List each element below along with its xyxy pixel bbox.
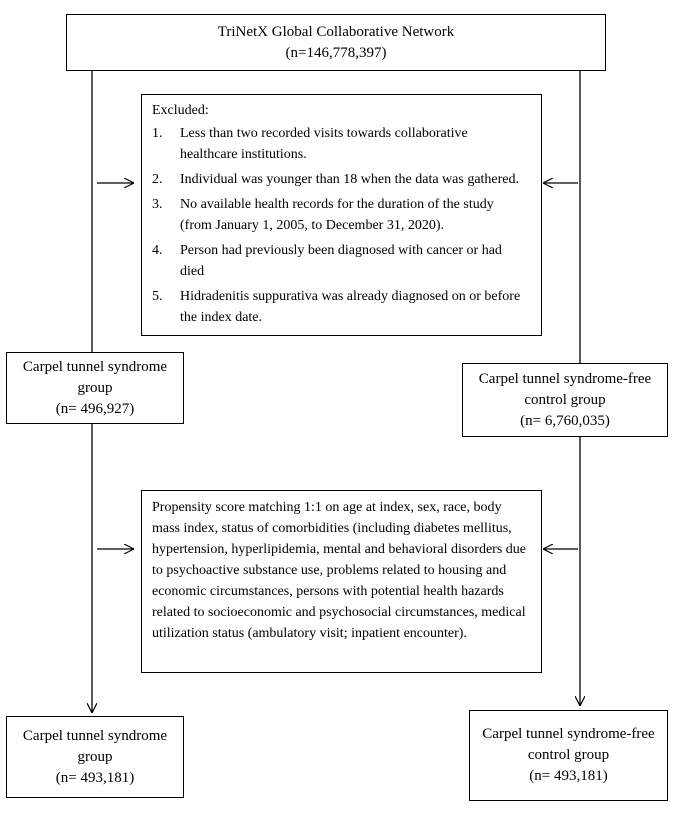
exclusion-item: 1. Less than two recorded visits towards…: [152, 126, 468, 162]
matched-control-count: (n= 493,181): [529, 768, 608, 784]
matched-control-group-box: Carpel tunnel syndrome-free control grou…: [469, 710, 668, 801]
matched-control-label-line1: Carpel tunnel syndrome-free: [482, 726, 655, 742]
cts-group-label-line1: Carpel tunnel syndrome: [22, 358, 168, 375]
cts-group-count: (n= 496,927): [55, 400, 135, 417]
source-network-box: TriNetX Global Collaborative Network (n=…: [66, 14, 606, 71]
exclusion-item: 2. Individual was younger than 18 when t…: [152, 172, 520, 187]
cts-group-box: Carpel tunnel syndrome group (n= 496,927…: [6, 352, 184, 424]
exclusion-item: 5. Hidradenitis suppurativa was already …: [152, 289, 521, 325]
control-group-box: Carpel tunnel syndrome-free control grou…: [462, 363, 668, 437]
matched-control-label-line2: control group: [527, 747, 610, 763]
source-network-title: TriNetX Global Collaborative Network: [217, 23, 455, 40]
source-network-count: (n=146,778,397): [285, 44, 387, 61]
exclusion-item: 3. No available health records for the d…: [152, 197, 494, 233]
matched-cts-label-line2: group: [77, 748, 113, 765]
exclusion-heading: Excluded:: [152, 103, 209, 118]
exclusion-item: 4. Person had previously been diagnosed …: [152, 243, 502, 279]
cts-group-label-line2: group: [77, 379, 113, 396]
propensity-matching-box: Propensity score matching 1:1 on age at …: [141, 490, 542, 673]
matched-cts-label-line1: Carpel tunnel syndrome: [22, 727, 168, 744]
exclusion-criteria-box: Excluded: 1. Less than two recorded visi…: [141, 94, 542, 336]
propensity-matching-text: Propensity score matching 1:1 on age at …: [152, 500, 527, 641]
matched-cts-group-box: Carpel tunnel syndrome group (n= 493,181…: [6, 716, 184, 798]
exclusion-list: 1. Less than two recorded visits towards…: [152, 123, 527, 328]
control-group-label-line2: control group: [524, 391, 606, 408]
control-group-count: (n= 6,760,035): [520, 412, 610, 429]
matched-cts-count: (n= 493,181): [55, 769, 135, 786]
control-group-label-line1: Carpel tunnel syndrome-free: [478, 370, 652, 387]
